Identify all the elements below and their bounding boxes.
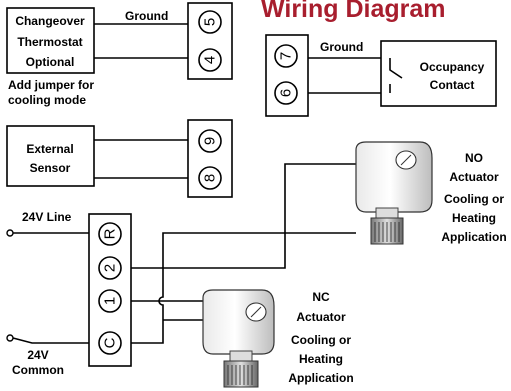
jumper-note-line1: Add jumper for <box>8 78 94 92</box>
svg-text:R: R <box>102 228 119 239</box>
jumper-note-line2: cooling mode <box>8 93 86 107</box>
ground-label-thermostat: Ground <box>125 9 168 23</box>
no-actuator-label: Actuator <box>449 170 499 184</box>
external-label: External <box>26 142 73 156</box>
nc-knob <box>223 360 259 388</box>
changeover-label: Changeover <box>15 14 85 28</box>
terminal-block-power: R 2 1 C <box>88 213 132 367</box>
no-label: NO <box>465 151 483 165</box>
nc-actuator-label: Actuator <box>296 310 346 324</box>
optional-label: Optional <box>26 55 75 69</box>
nc-cooling-label: Cooling or <box>291 333 351 347</box>
contact-label: Contact <box>430 78 475 92</box>
24v-common-terminal <box>6 334 14 342</box>
svg-text:7: 7 <box>278 52 295 60</box>
diagram-title: Wiring Diagram <box>261 0 446 23</box>
terminal-2 <box>98 256 122 280</box>
terminal-9 <box>198 129 222 153</box>
24v-line-label: 24V Line <box>22 210 72 224</box>
nc-heating-label: Heating <box>299 352 343 366</box>
occupancy-label: Occupancy <box>420 60 485 74</box>
changeover-thermostat-box: Changeover Thermostat Optional <box>6 7 95 74</box>
terminal-6 <box>274 81 298 105</box>
wire-2-to-no-actuator <box>131 163 356 269</box>
svg-text:4: 4 <box>202 56 219 64</box>
svg-text:9: 9 <box>202 137 219 145</box>
wire-24v-common <box>12 337 89 344</box>
terminal-block-9-8: 9 8 <box>187 119 233 198</box>
terminal-c <box>98 331 122 355</box>
24v-common-label-line2: Common <box>12 363 64 377</box>
thermostat-label: Thermostat <box>17 35 82 49</box>
svg-text:1: 1 <box>102 297 119 305</box>
nc-application-label: Application <box>288 371 353 385</box>
svg-text:2: 2 <box>102 264 119 272</box>
terminal-r <box>98 222 122 246</box>
nc-label: NC <box>312 290 330 304</box>
24v-common-label-line1: 24V <box>27 348 48 362</box>
terminal-7 <box>274 44 298 68</box>
terminal-block-5-4: 5 4 <box>187 2 233 80</box>
24v-line-terminal <box>6 229 14 237</box>
terminal-block-7-6: 7 6 <box>265 34 309 117</box>
terminal-1 <box>98 289 122 313</box>
no-cooling-label: Cooling or <box>444 192 504 206</box>
terminal-8 <box>198 166 222 190</box>
svg-text:C: C <box>102 337 119 348</box>
wire-c-common-to-actuators <box>131 232 356 344</box>
no-application-label: Application <box>441 230 506 244</box>
no-heating-label: Heating <box>452 211 496 225</box>
sensor-label: Sensor <box>30 161 71 175</box>
occupancy-contact-box: Occupancy Contact <box>380 40 497 107</box>
terminal-5 <box>198 10 222 34</box>
external-sensor-box: External Sensor <box>6 125 95 187</box>
svg-text:8: 8 <box>202 174 219 182</box>
no-actuator <box>355 141 433 245</box>
wire-terminal-6 <box>308 84 391 94</box>
nc-actuator <box>202 289 275 388</box>
terminal-4 <box>198 48 222 72</box>
ground-label-occupancy: Ground <box>320 40 363 54</box>
svg-text:6: 6 <box>278 89 295 97</box>
svg-text:5: 5 <box>202 18 219 26</box>
